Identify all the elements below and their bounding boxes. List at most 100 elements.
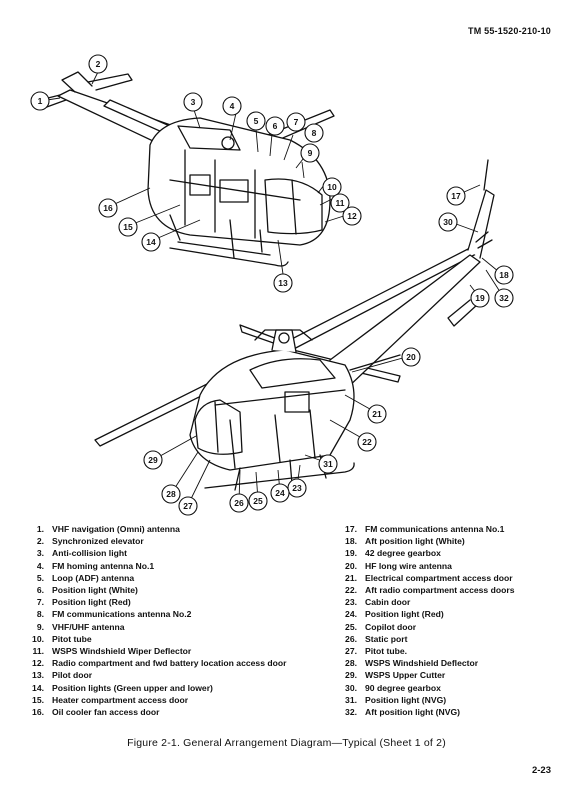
callout-21: 21 [367, 404, 387, 424]
svg-text:25: 25 [253, 496, 263, 506]
page-number: 2-23 [531, 765, 551, 776]
legend-item: 7.Position light (Red) [36, 597, 131, 608]
legend-item: 8.FM communications antenna No.2 [36, 609, 192, 620]
svg-text:2: 2 [96, 59, 101, 69]
svg-text:21: 21 [372, 409, 382, 419]
svg-text:8: 8 [312, 128, 317, 138]
legend-item: 32.Aft position light (NVG) [345, 707, 460, 718]
callout-28: 28 [161, 484, 181, 504]
svg-text:24: 24 [275, 488, 285, 498]
legend-item: 20.HF long wire antenna [345, 560, 452, 571]
svg-text:27: 27 [183, 501, 193, 511]
callout-27: 27 [178, 496, 198, 516]
svg-text:11: 11 [336, 198, 345, 208]
svg-text:28: 28 [166, 489, 176, 499]
svg-text:31: 31 [323, 459, 333, 469]
svg-text:9: 9 [308, 148, 313, 158]
svg-text:29: 29 [148, 455, 158, 465]
callout-8: 8 [304, 123, 324, 143]
callout-14: 14 [141, 232, 161, 252]
legend-item: 19.42 degree gearbox [345, 548, 441, 559]
callout-7: 7 [286, 112, 306, 132]
svg-text:13: 13 [278, 278, 288, 288]
svg-text:32: 32 [499, 293, 509, 303]
svg-text:18: 18 [499, 270, 509, 280]
callout-bubbles: 1 2 3 4 5 6 7 8 9 10 11 12 13 14 15 16 1… [30, 54, 514, 516]
legend-item: 17.FM communications antenna No.1 [345, 524, 505, 534]
legend-item: 30.90 degree gearbox [345, 682, 441, 693]
callout-3: 3 [183, 92, 203, 112]
svg-text:19: 19 [475, 293, 485, 303]
callout-11: 11 [330, 193, 350, 213]
legend-item: 26.Static port [345, 633, 408, 644]
legend-item: 3.Anti-collision light [36, 548, 127, 559]
helicopter-upper-view [39, 71, 335, 267]
svg-text:17: 17 [451, 191, 461, 201]
svg-text:30: 30 [443, 217, 453, 227]
svg-text:7: 7 [294, 117, 299, 127]
svg-text:14: 14 [146, 237, 156, 247]
helicopter-lower-view [94, 159, 495, 491]
legend-column-left: 1.VHF navigation (Omni) antenna 2.Synchr… [16, 523, 336, 718]
svg-text:16: 16 [103, 203, 113, 213]
callout-5: 5 [246, 111, 266, 131]
callout-29: 29 [143, 450, 163, 470]
callout-22: 22 [357, 432, 377, 452]
legend-item: 6.Position light (White) [36, 585, 138, 596]
callout-31: 31 [318, 454, 338, 474]
callout-13: 13 [273, 273, 293, 293]
callout-17: 17 [446, 186, 466, 206]
callout-18: 18 [494, 265, 514, 285]
legend-item: 23.Cabin door [345, 597, 411, 608]
svg-text:22: 22 [362, 437, 372, 447]
callout-12: 12 [342, 206, 362, 226]
legend-item: 12.Radio compartment and fwd battery loc… [32, 658, 287, 669]
callout-2: 2 [88, 54, 108, 74]
callout-23: 23 [287, 478, 307, 498]
svg-text:3: 3 [191, 97, 196, 107]
legend-item: 11.WSPS Windshield Wiper Deflector [32, 646, 192, 657]
legend-item: 9.VHF/UHF antenna [36, 621, 125, 632]
callout-1: 1 [30, 91, 50, 111]
general-arrangement-figure: 1 2 3 4 5 6 7 8 9 10 11 12 13 14 15 16 1… [30, 54, 514, 516]
svg-text:10: 10 [327, 182, 337, 192]
legend-item: 18.Aft position light (White) [345, 536, 465, 547]
legend-item: 10.Pitot tube [32, 633, 92, 644]
legend-item: 21.Electrical compartment access door [345, 572, 513, 583]
legend-item: 27.Pitot tube. [345, 646, 408, 657]
document-id: TM 55-1520-210-10 [468, 26, 551, 36]
callout-19: 19 [470, 288, 490, 308]
legend-item: 2.Synchronized elevator [36, 536, 144, 547]
legend-item: 25.Copilot door [345, 621, 417, 632]
legend-item: 31.Position light (NVG) [345, 694, 447, 705]
legend-column-right: 17.FM communications antenna No.1 18.Aft… [329, 523, 561, 718]
callout-6: 6 [265, 116, 285, 136]
callout-16: 16 [98, 198, 118, 218]
callout-26: 26 [229, 493, 249, 513]
callout-25: 25 [248, 491, 268, 511]
legend-item: 15.Heater compartment access door [32, 694, 189, 705]
callout-30: 30 [438, 212, 458, 232]
figure-caption: Figure 2-1. General Arrangement Diagram—… [127, 737, 446, 749]
svg-text:6: 6 [273, 121, 278, 131]
legend-item: 22.Aft radio compartment access doors [345, 585, 515, 596]
svg-text:23: 23 [292, 483, 302, 493]
svg-text:15: 15 [123, 222, 133, 232]
legend-item: 5.Loop (ADF) antenna [36, 572, 135, 583]
legend-item: 29.WSPS Upper Cutter [345, 670, 446, 681]
svg-text:5: 5 [254, 116, 259, 126]
legend-item: 1.VHF navigation (Omni) antenna [36, 524, 180, 534]
svg-text:1: 1 [38, 96, 43, 106]
svg-text:26: 26 [234, 498, 244, 508]
callout-24: 24 [270, 483, 290, 503]
callout-4: 4 [222, 96, 242, 116]
callout-10: 10 [322, 177, 342, 197]
legend-item: 4.FM homing antenna No.1 [36, 560, 155, 571]
svg-text:20: 20 [406, 352, 416, 362]
callout-15: 15 [118, 217, 138, 237]
svg-text:12: 12 [347, 211, 357, 221]
legend-item: 13.Pilot door [32, 670, 93, 681]
callout-32: 32 [494, 288, 514, 308]
callout-9: 9 [300, 143, 320, 163]
legend-item: 14.Position lights (Green upper and lowe… [32, 682, 213, 693]
